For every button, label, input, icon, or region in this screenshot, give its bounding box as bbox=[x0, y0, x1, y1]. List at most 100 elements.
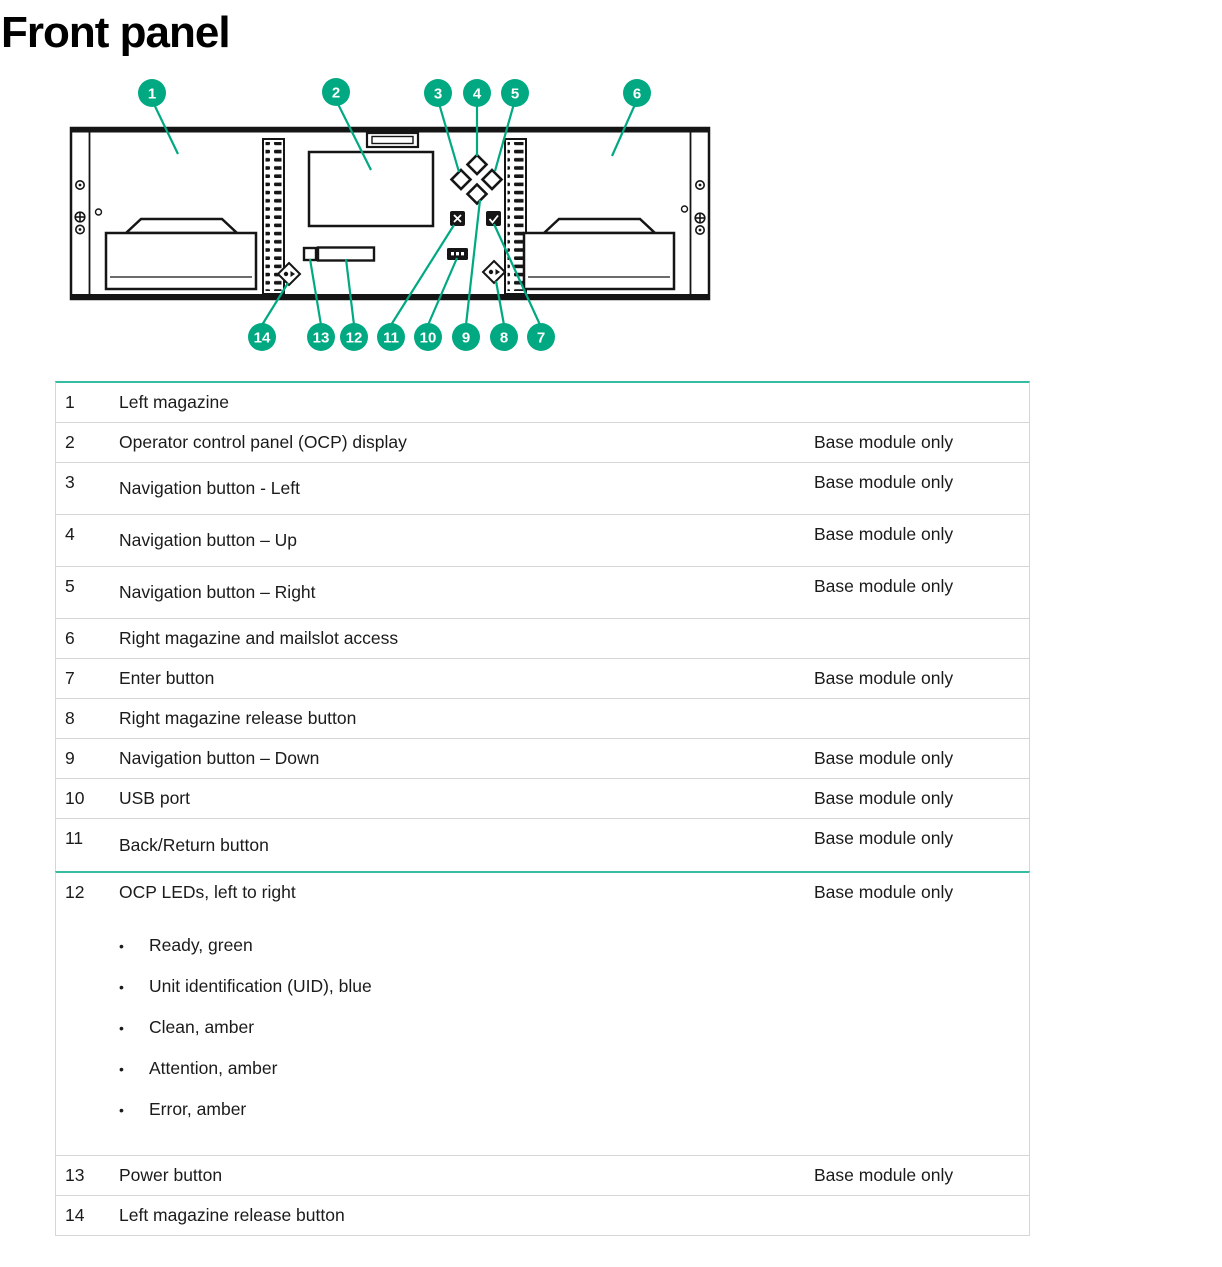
row-description: Right magazine and mailslot access bbox=[119, 628, 399, 648]
table-row-ocp-leds: 12 OCP LEDs, left to right •Ready, green… bbox=[56, 873, 1029, 1156]
phillips-screw-icon bbox=[694, 212, 706, 224]
table-row: 6 Right magazine and mailslot access bbox=[56, 619, 1029, 659]
row-number: 6 bbox=[65, 628, 75, 648]
leader-line-5 bbox=[493, 99, 517, 172]
table-row: 11 Back/Return button Base module only bbox=[56, 819, 1029, 871]
left-magazine bbox=[104, 217, 258, 291]
bullet-icon: • bbox=[119, 1101, 124, 1118]
callout-2: 2 bbox=[322, 78, 350, 106]
table-row: 13 Power button Base module only bbox=[56, 1156, 1029, 1196]
power-button bbox=[302, 246, 318, 262]
svg-text:2: 2 bbox=[332, 85, 340, 102]
left-magazine-release-button bbox=[276, 261, 302, 287]
row-number: 13 bbox=[65, 1165, 85, 1185]
row-description: Left magazine bbox=[119, 392, 229, 412]
led-item: Clean, amber bbox=[149, 1017, 255, 1037]
left-vent-grille bbox=[262, 138, 285, 295]
callout-1: 1 bbox=[138, 79, 166, 107]
table-row: 1 Left magazine bbox=[56, 383, 1029, 423]
right-magazine bbox=[522, 217, 676, 291]
screw-icon bbox=[694, 225, 705, 236]
svg-text:7: 7 bbox=[537, 330, 545, 347]
callout-6: 6 bbox=[623, 79, 651, 107]
svg-text:14: 14 bbox=[254, 330, 271, 347]
legend-table-section-2: 12 OCP LEDs, left to right •Ready, green… bbox=[55, 871, 1030, 1236]
callout-10: 10 bbox=[414, 323, 442, 351]
back-return-button bbox=[450, 211, 465, 226]
row-number: 10 bbox=[65, 788, 85, 808]
list-item: •Attention, amber bbox=[119, 1048, 814, 1089]
leader-line-2 bbox=[335, 99, 372, 171]
ocp-led-strip bbox=[316, 246, 376, 262]
row-note: Base module only bbox=[814, 432, 954, 452]
svg-text:6: 6 bbox=[633, 86, 641, 103]
leader-line-7 bbox=[492, 223, 543, 328]
ocp-led-list: • Ready, green •Unit identification (UID)… bbox=[119, 925, 814, 1130]
svg-text:11: 11 bbox=[383, 330, 399, 347]
row-number: 12 bbox=[65, 882, 85, 902]
screw-icon bbox=[75, 224, 86, 235]
row-note: Base module only bbox=[814, 524, 954, 544]
table-row: 4 Navigation button – Up Base module onl… bbox=[56, 515, 1029, 567]
row-note: Base module only bbox=[814, 882, 954, 902]
nav-buttons bbox=[449, 153, 504, 206]
nav-down-button bbox=[465, 182, 489, 206]
callout-12: 12 bbox=[340, 323, 368, 351]
phillips-screw-icon bbox=[74, 211, 86, 223]
table-row: 14 Left magazine release button bbox=[56, 1196, 1029, 1236]
row-description: Back/Return button bbox=[119, 834, 269, 855]
table-row: 7 Enter button Base module only bbox=[56, 659, 1029, 699]
screw-icon bbox=[694, 180, 705, 191]
row-number: 5 bbox=[65, 576, 75, 596]
leader-line-13 bbox=[308, 258, 323, 326]
svg-text:8: 8 bbox=[500, 330, 508, 347]
nav-right-button bbox=[480, 168, 504, 191]
led-item: Attention, amber bbox=[149, 1058, 278, 1078]
bullet-icon: • bbox=[119, 978, 124, 995]
callout-3: 3 bbox=[424, 79, 452, 107]
right-ear-screws bbox=[680, 180, 706, 236]
row-number: 14 bbox=[65, 1205, 85, 1225]
callout-4: 4 bbox=[463, 79, 491, 107]
back-icon bbox=[453, 214, 462, 223]
row-note: Base module only bbox=[814, 668, 954, 688]
table-row: 2 Operator control panel (OCP) display B… bbox=[56, 423, 1029, 463]
svg-text:4: 4 bbox=[473, 86, 482, 103]
eject-icon bbox=[495, 269, 500, 275]
row-note: Base module only bbox=[814, 828, 954, 848]
leader-line-14 bbox=[261, 282, 289, 326]
bullet-icon: • bbox=[119, 1019, 124, 1036]
right-vent-grille bbox=[504, 138, 527, 295]
enter-button bbox=[486, 211, 501, 226]
row-note: Base module only bbox=[814, 576, 954, 596]
led-item: Ready, green bbox=[149, 935, 253, 955]
row-number: 4 bbox=[65, 524, 75, 544]
row-description: Navigation button – Down bbox=[119, 748, 320, 768]
usb-port bbox=[447, 248, 468, 260]
row-description: OCP LEDs, left to right •Ready, green •U… bbox=[119, 882, 814, 1130]
row-number: 1 bbox=[65, 392, 75, 412]
svg-text:5: 5 bbox=[511, 86, 519, 103]
row-number: 2 bbox=[65, 432, 75, 452]
callouts: 1 2 3 4 5 6 7 8 9 10 11 12 13 14 bbox=[138, 78, 651, 351]
row-note: Base module only bbox=[814, 1165, 954, 1185]
callout-7: 7 bbox=[527, 323, 555, 351]
callout-leader-lines bbox=[151, 99, 639, 328]
svg-text:1: 1 bbox=[148, 86, 156, 103]
svg-text:3: 3 bbox=[434, 86, 442, 103]
callout-9: 9 bbox=[452, 323, 480, 351]
row-description: Right magazine release button bbox=[119, 708, 357, 728]
table-row: 5 Navigation button – Right Base module … bbox=[56, 567, 1029, 619]
leader-line-9 bbox=[464, 199, 482, 326]
list-item: •Unit identification (UID), blue bbox=[119, 966, 814, 1007]
leader-line-8 bbox=[494, 280, 506, 326]
svg-text:10: 10 bbox=[420, 330, 437, 347]
svg-text:12: 12 bbox=[346, 330, 363, 347]
row-description: Operator control panel (OCP) display bbox=[119, 432, 407, 452]
row-note: Base module only bbox=[814, 472, 954, 492]
row-number: 8 bbox=[65, 708, 75, 728]
leader-line-1 bbox=[151, 99, 179, 155]
table-row: 8 Right magazine release button bbox=[56, 699, 1029, 739]
row-description: Navigation button – Up bbox=[119, 530, 298, 550]
leader-line-6 bbox=[610, 99, 639, 157]
